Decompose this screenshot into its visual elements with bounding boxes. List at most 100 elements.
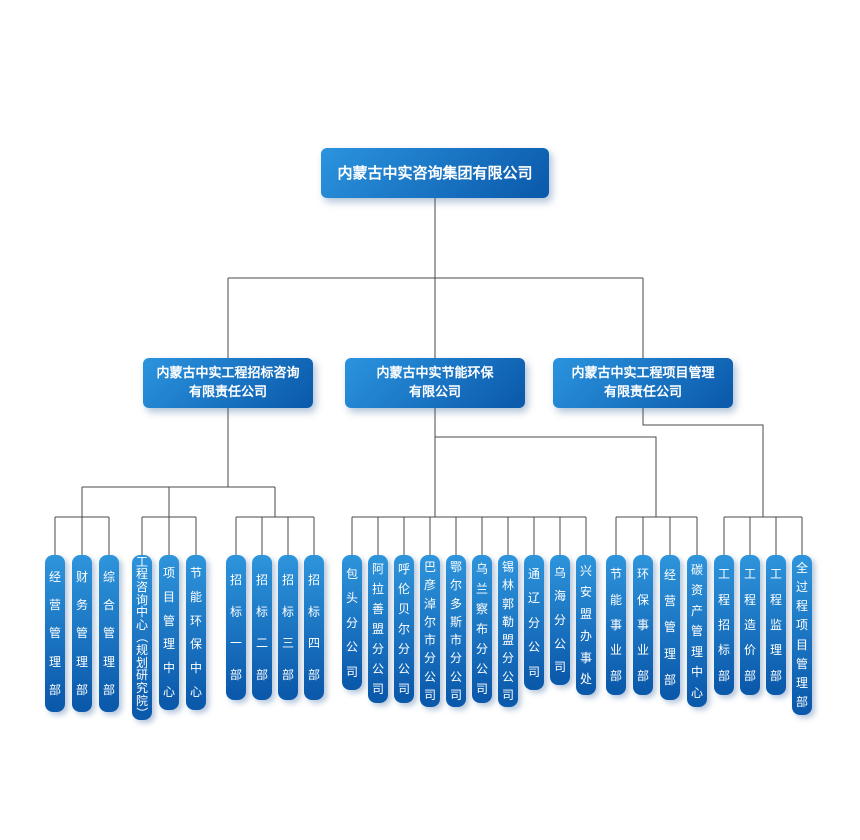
org-leaf-3: 综合管理部 [99,555,119,712]
leaf-char: 安 [579,585,592,600]
leaf-char: 业 [636,643,649,658]
leaf-char: 理 [162,637,175,652]
leaf-char: 公 [527,640,540,654]
leaf-char: 管 [663,620,676,635]
leaf-char: 中 [189,661,202,676]
leaf-char: 保 [189,637,202,652]
leaf-char: 理 [102,654,115,669]
leaf-char: 通 [527,566,540,581]
leaf-char: 斯 [449,614,462,629]
leaf-char: 分 [449,651,462,666]
leaf-char: 目 [162,589,175,604]
leaf-char: 司 [501,687,514,702]
leaf-char: 管 [162,613,175,628]
leaf-char: 二 [255,636,268,651]
leaf-char: 公 [371,662,384,676]
leaf-char: 司 [397,682,410,696]
leaf-char: 标 [255,604,268,619]
leaf-char: 保 [636,592,649,607]
leaf-char: 呼 [397,562,410,576]
leaf-char: 布 [475,622,488,636]
leaf-char: 分 [501,651,514,666]
leaf-char: 司 [345,664,358,679]
leaf-char: 管 [690,624,703,638]
org-leaf-16: 乌兰察布分公司 [472,555,492,703]
leaf-char: 招 [229,573,242,588]
leaf-char: 理 [75,654,88,669]
org-node-tendering-consulting-company: 内蒙古中实工程招标咨询 有限责任公司 [143,358,313,408]
leaf-char: 乌 [475,562,488,576]
org-leaf-28: 全过程项目管理部 [792,555,812,715]
leaf-char: ） [134,707,149,720]
leaf-char: 节 [189,565,202,580]
leaf-char: 盟 [371,622,384,636]
leaf-char: 公 [553,636,566,651]
leaf-char: 盟 [579,607,592,622]
leaf-char: 四 [307,636,320,651]
leaf-char: 管 [102,626,115,641]
leaf-char: 公 [475,662,488,676]
leaf-char: 招 [255,573,268,588]
leaf-char: 监 [769,617,782,632]
leaf-char: 锡 [501,560,514,575]
leaf-char: 工 [717,567,730,582]
leaf-char: 环 [636,567,649,582]
leaf-char: 一 [229,636,242,651]
leaf-char: 项 [162,565,175,580]
leaf-char: 中 [690,665,703,679]
leaf-char: 心 [189,685,202,700]
leaf-char: 善 [371,602,384,616]
leaf-char: 阿 [371,562,384,576]
org-leaf-15: 鄂尔多斯市分公司 [446,555,466,707]
leaf-char: 心 [135,617,148,632]
org-leaf-26: 工程造价部 [740,555,760,695]
leaf-char: 能 [609,592,622,607]
leaf-char: 理 [769,643,782,658]
leaf-char: 工 [743,567,756,582]
org-leaf-2: 财务管理部 [72,555,92,712]
leaf-char: 部 [307,667,320,682]
leaf-char: 市 [423,633,436,648]
leaf-char: 鄂 [449,560,462,575]
leaf-char: 中 [135,605,148,620]
leaf-char: 事 [636,617,649,632]
leaf-char: 财 [75,570,88,585]
leaf-char: 部 [281,667,294,682]
leaf-char: 心 [690,685,703,700]
leaf-char: 碳 [690,562,703,577]
leaf-char: 林 [501,578,514,593]
leaf-char: 营 [48,598,61,613]
leaf-char: 环 [189,613,202,628]
leaf-char: 伦 [397,582,410,596]
leaf-char: 咨 [135,579,148,594]
leaf-char: 察 [475,602,488,616]
leaf-char: 部 [609,668,622,683]
org-leaf-10: 招标四部 [304,555,324,700]
leaf-char: 盟 [501,633,514,648]
leaf-char: 司 [423,687,436,702]
leaf-char: 价 [743,643,756,658]
leaf-char: 经 [663,568,676,583]
org-leaf-18: 通辽分公司 [524,555,544,690]
org-leaf-17: 锡林郭勒盟分公司 [498,555,518,707]
leaf-char: 贝 [397,602,410,616]
connector [642,408,764,517]
leaf-char: 程 [135,567,148,582]
leaf-char: 办 [579,628,592,643]
leaf-char: 程 [717,592,730,607]
leaf-char: 公 [345,640,358,654]
leaf-char: 招 [307,573,320,588]
org-leaf-12: 阿拉善盟分公司 [368,555,388,703]
leaf-char: 拉 [371,582,384,596]
leaf-char: 司 [475,682,488,696]
leaf-char: 经 [48,570,61,585]
leaf-char: 部 [229,667,242,682]
leaf-char: 公 [501,669,514,684]
leaf-char: 划 [135,655,148,670]
leaf-char: 业 [609,643,622,658]
leaf-char: 司 [553,660,566,675]
org-leaf-25: 工程招标部 [714,555,734,695]
leaf-char: 多 [449,596,462,611]
